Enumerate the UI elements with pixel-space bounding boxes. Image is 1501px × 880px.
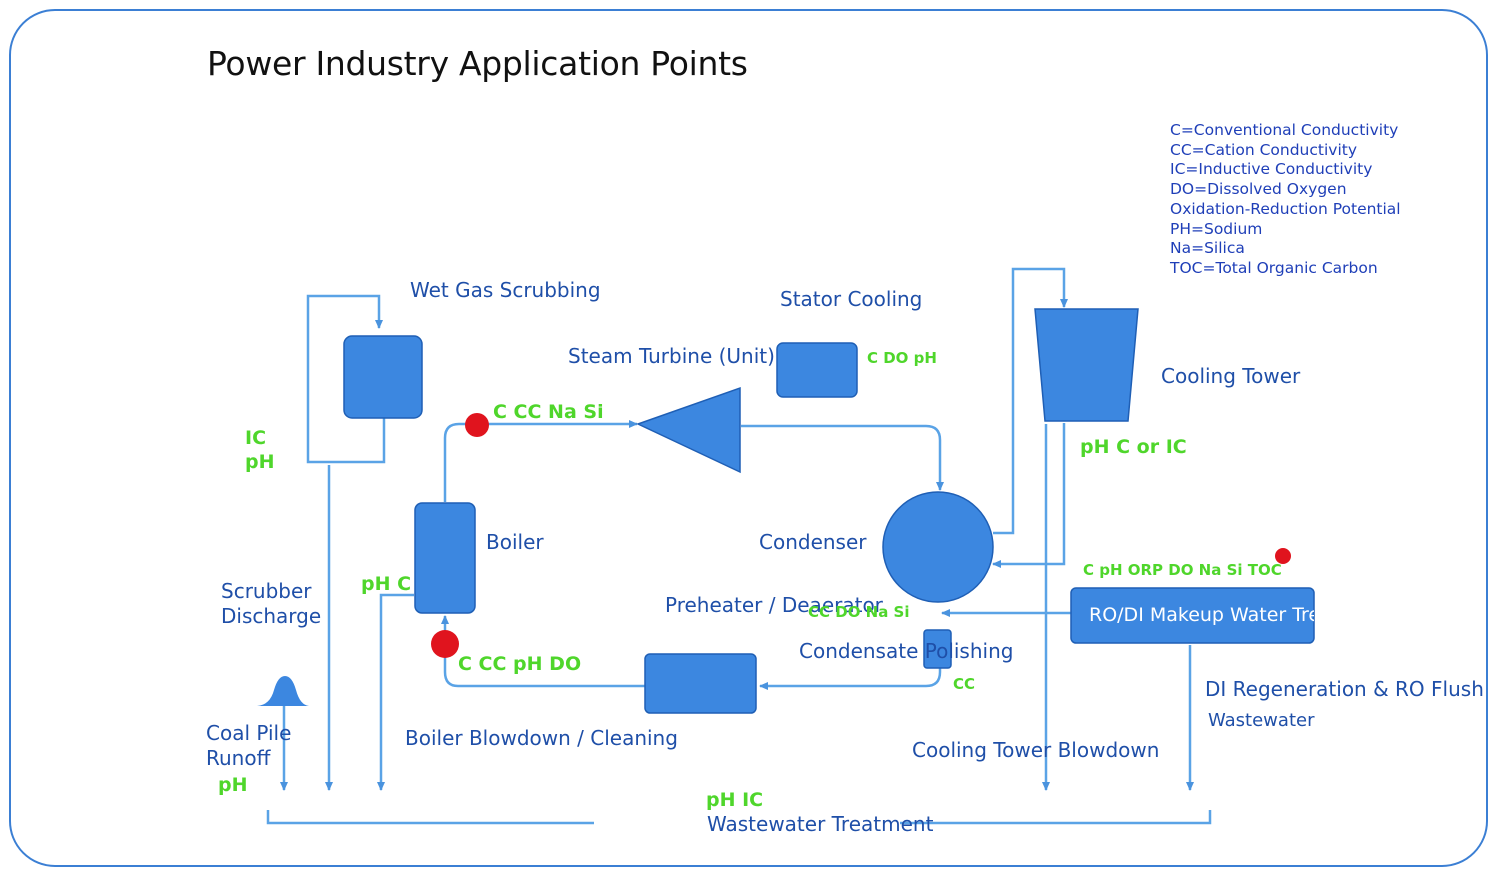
wastewater-collector-right [900,810,1212,825]
boiler-drum [414,502,476,614]
condensate-return-line [759,660,942,690]
polishing-tag: CC [953,675,976,693]
scrubber-discharge-label-2: Discharge [221,604,322,628]
exhaust-line [741,424,944,491]
wastewater-treatment-label: Wastewater Treatment [707,812,934,836]
legend-item: PH=Sodium [1170,219,1263,238]
equipment [257,308,1315,714]
turbine-inlet-tag: C CC Na Si [493,401,604,423]
scrubber-loop-line [306,294,386,464]
coal-pile-label: Coal Pile [206,721,292,745]
cooling-return-line [992,423,1066,568]
boiler-blowdown-label: Boiler Blowdown / Cleaning [405,726,678,750]
legend-item: IC=Inductive Conductivity [1170,160,1373,179]
diagram-frame [9,9,1488,867]
boiler-side-tag: pH C [361,573,412,595]
page-title: Power Industry Application Points [207,44,748,83]
wastewater-collector-left [266,810,594,825]
coal-pile-icon [257,676,309,706]
wastewater-tag: pH IC [706,789,764,811]
makeup-water-tag: C pH ORP DO Na Si TOC [1083,561,1282,579]
legend-item: C=Conventional Conductivity [1170,121,1399,139]
sample-point-dot [465,413,489,437]
boiler-drain-line [377,593,414,791]
scrubber-ph-tag: pH [245,451,275,473]
cooling-tower-basin [1034,308,1139,422]
condenser-vessel [882,491,994,603]
stator-cooling-unit [776,342,858,398]
wet-gas-scrubber [343,335,423,419]
condensate-polishing-label: Condensate Polishing [799,639,1014,663]
preheater-label: Preheater / Deaerator [665,593,883,617]
scrubber-discharge-label: Scrubber [221,579,312,603]
legend-list: C=Conventional Conductivity CC=Cation Co… [1170,121,1401,279]
ro-di-makeup-label: RO/DI Makeup Water Treatment [1089,604,1314,626]
di-regeneration-label: DI Regeneration & RO Flush [1205,677,1484,701]
cooling-tower-tag: pH C or IC [1080,436,1187,458]
boiler-label: Boiler [486,530,544,554]
cooling-tower-blowdown-label: Cooling Tower Blowdown [912,738,1160,762]
ro-di-unit [1070,587,1315,644]
legend-item: Oxidation-Reduction Potential [1170,199,1401,218]
feedwater-line [441,615,645,688]
scrubber-ic-tag: IC [245,427,267,449]
steam-line [443,420,638,502]
cooling-tower-label: Cooling Tower [1161,364,1301,388]
steam-turbine [636,386,741,474]
boiler-feed-tag: C CC pH DO [458,653,582,675]
sample-point-dot [1275,548,1291,564]
wastewater-label: Wastewater [1208,710,1315,731]
condensate-tag: CC DO Na Si [808,603,910,621]
condensate-polisher [923,629,952,669]
stator-tag: C DO pH [867,349,937,367]
legend-item: CC=Cation Conductivity [1170,140,1357,159]
wet-gas-scrubbing-label: Wet Gas Scrubbing [410,278,601,302]
condenser-label: Condenser [759,530,867,554]
steam-turbine-label: Steam Turbine (Unit) [568,344,775,368]
preheater-deaerator [644,653,757,714]
stator-cooling-label: Stator Cooling [780,287,923,311]
legend-item: Na=Silica [1170,239,1245,258]
coal-pile-label-2: Runoff [206,746,271,770]
flow-lines [266,267,1212,825]
coal-pile-tag: pH [218,774,248,796]
legend-item: DO=Dissolved Oxygen [1170,180,1347,199]
cooling-supply-line [993,267,1068,535]
sample-point-dot [431,630,459,658]
sample-points [431,413,1291,658]
legend-item: TOC=Total Organic Carbon [1170,258,1378,277]
